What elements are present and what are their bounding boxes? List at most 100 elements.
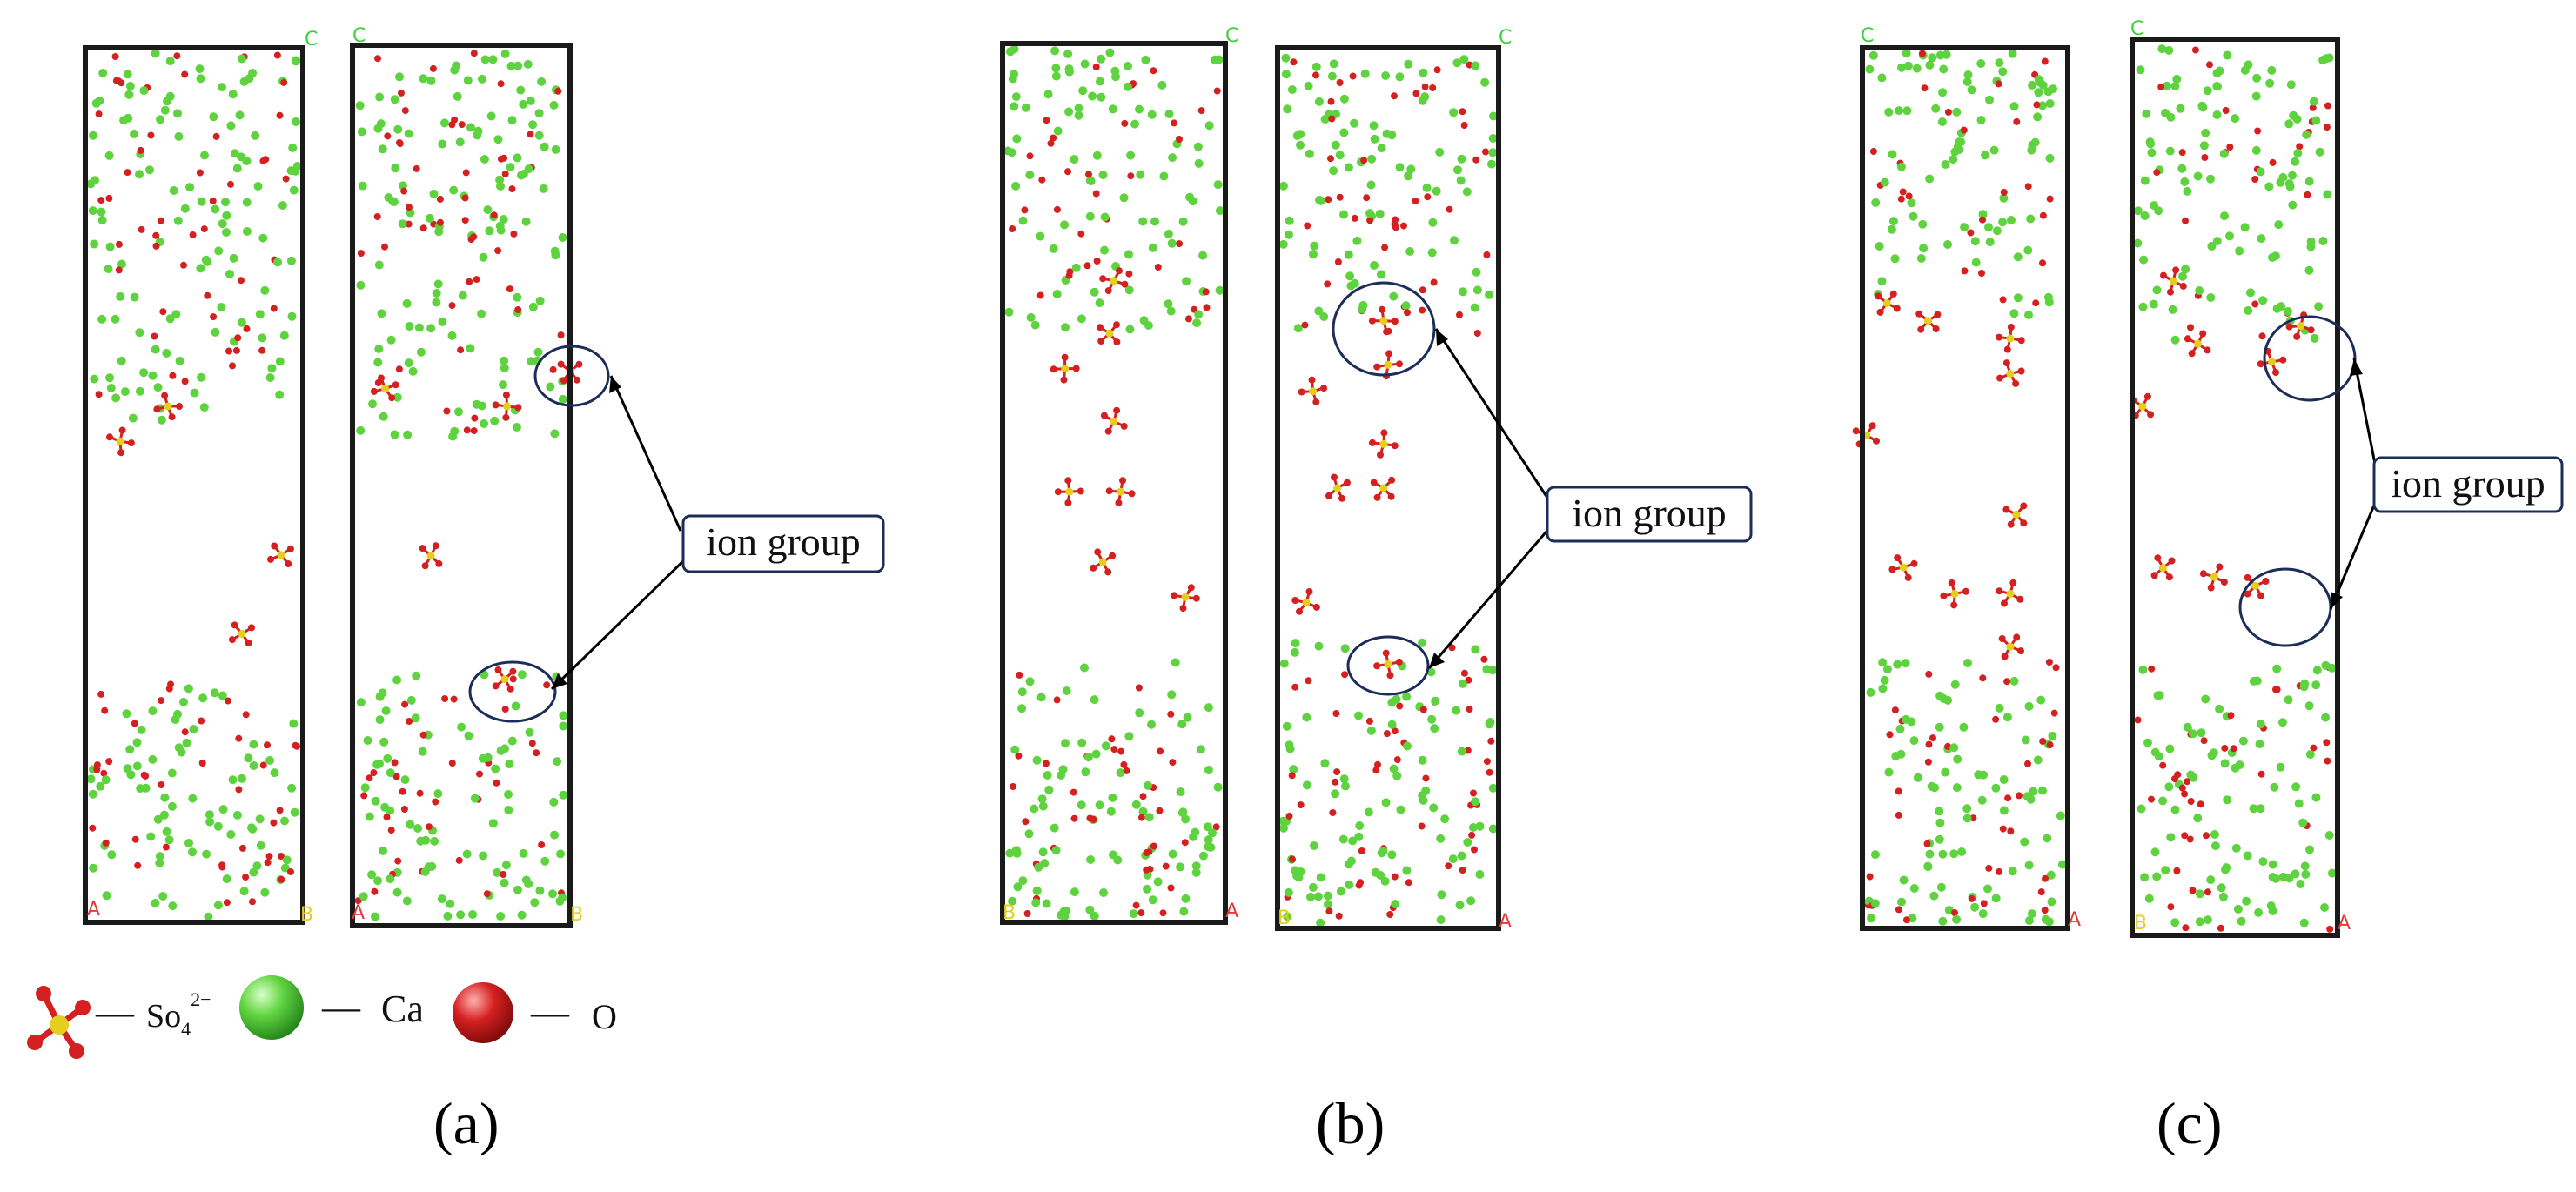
oxygen-atom (494, 666, 502, 673)
oxygen-atom (1156, 807, 1164, 814)
oxygen-atom (2041, 907, 2049, 914)
oxygen-atom (1016, 671, 1023, 679)
oxygen-atom (543, 681, 551, 689)
calcium-atom (534, 131, 544, 140)
calcium-atom (472, 399, 481, 409)
oxygen-atom (117, 79, 125, 87)
calcium-atom (500, 356, 509, 365)
calcium-atom (2220, 211, 2229, 221)
calcium-atom (1991, 783, 2001, 793)
oxygen-atom (395, 365, 403, 373)
oxygen-atom (432, 798, 439, 806)
calcium-atom (163, 97, 171, 106)
calcium-atom (2324, 831, 2334, 840)
calcium-atom (488, 819, 498, 828)
calcium-atom (1287, 85, 1297, 94)
calcium-atom (105, 242, 115, 251)
callout-arrowhead (2331, 592, 2343, 609)
sulfur-atom (1105, 329, 1114, 338)
oxygen-atom (2000, 189, 2008, 196)
calcium-atom (1018, 216, 1028, 225)
oxygen-atom (494, 247, 502, 255)
oxygen-atom (1422, 774, 1430, 782)
oxygen-atom (2007, 520, 2015, 528)
calcium-atom (1418, 638, 1427, 647)
calcium-atom (2252, 676, 2262, 686)
oxygen-atom (127, 439, 135, 447)
oxygen-atom (168, 413, 176, 421)
calcium-atom (287, 783, 297, 793)
sulfur-atom (238, 629, 246, 638)
calcium-atom (265, 373, 275, 382)
calcium-atom (1377, 270, 1385, 279)
sulfate-ion (1368, 305, 1399, 336)
calcium-atom (1896, 162, 1906, 171)
calcium-atom (197, 372, 206, 382)
oxygen-atom (1104, 427, 1112, 435)
oxygen-atom (1176, 136, 1183, 143)
calcium-atom (1311, 62, 1321, 71)
calcium-atom (548, 889, 557, 899)
calcium-atom (1086, 855, 1096, 864)
calcium-atom (517, 910, 527, 920)
calcium-atom (1452, 58, 1462, 68)
sulfate-ion (228, 621, 255, 646)
calcium-atom (2034, 88, 2043, 97)
sulfate-ion (1852, 422, 1880, 448)
calcium-atom (132, 761, 142, 771)
calcium-atom (1204, 121, 1214, 131)
calcium-atom (1437, 890, 1446, 900)
oxygen-atom (502, 391, 510, 398)
calcium-atom (1354, 832, 1364, 841)
oxygen-atom (1297, 801, 1305, 809)
calcium-atom (1380, 876, 1390, 886)
oxygen-atom (2165, 573, 2173, 581)
oxygen-atom (2272, 369, 2279, 376)
calcium-atom (1108, 793, 1117, 802)
oxygen-atom (101, 706, 109, 714)
calcium-atom (96, 781, 105, 791)
calcium-atom (228, 90, 238, 99)
calcium-atom (2212, 237, 2222, 246)
calcium-atom (450, 65, 460, 75)
oxygen-atom (1110, 746, 1118, 753)
calcium-atom (1043, 771, 1052, 780)
sulfate-ion (1996, 579, 2024, 607)
panel-c-right-frame (2130, 37, 2340, 938)
panel-b-left-frame (1000, 41, 1228, 925)
sulfate-ion (370, 374, 399, 402)
calcium-atom (1402, 866, 1412, 875)
ion-group-circle (468, 660, 557, 723)
calcium-atom (1129, 909, 1138, 919)
sulfate-ion (419, 542, 443, 570)
calcium-atom (2201, 694, 2210, 704)
oxygen-atom (441, 695, 449, 702)
calcium-atom (379, 846, 387, 855)
oxygen-atom (147, 131, 155, 139)
calcium-atom (408, 366, 418, 376)
oxygen-atom (1308, 376, 1316, 384)
oxygen-atom (151, 332, 158, 340)
calcium-atom (1488, 134, 1498, 143)
oxygen-atom (1203, 304, 1211, 311)
calcium-atom (2276, 762, 2285, 772)
calcium-atom (1457, 747, 1466, 756)
calcium-atom (282, 855, 292, 865)
oxygen-atom (1905, 192, 1913, 200)
oxygen-atom (95, 391, 103, 398)
oxygen-atom (1026, 152, 1034, 160)
oxygen-atom (2262, 578, 2270, 585)
oxygen-atom (2154, 554, 2162, 562)
oxygen-atom (242, 874, 250, 881)
calcium-atom (386, 806, 395, 815)
oxygen-atom (1899, 188, 1907, 196)
calcium-atom (2254, 907, 2264, 917)
calcium-atom (1379, 847, 1388, 856)
calcium-atom (2157, 44, 2167, 54)
calcium-atom (2210, 841, 2220, 851)
oxygen-atom (2244, 573, 2251, 581)
oxygen-atom (1921, 84, 1929, 92)
oxygen-atom (1875, 292, 1882, 300)
axis-a-label: A (352, 902, 365, 924)
oxygen-atom (1996, 374, 2003, 382)
